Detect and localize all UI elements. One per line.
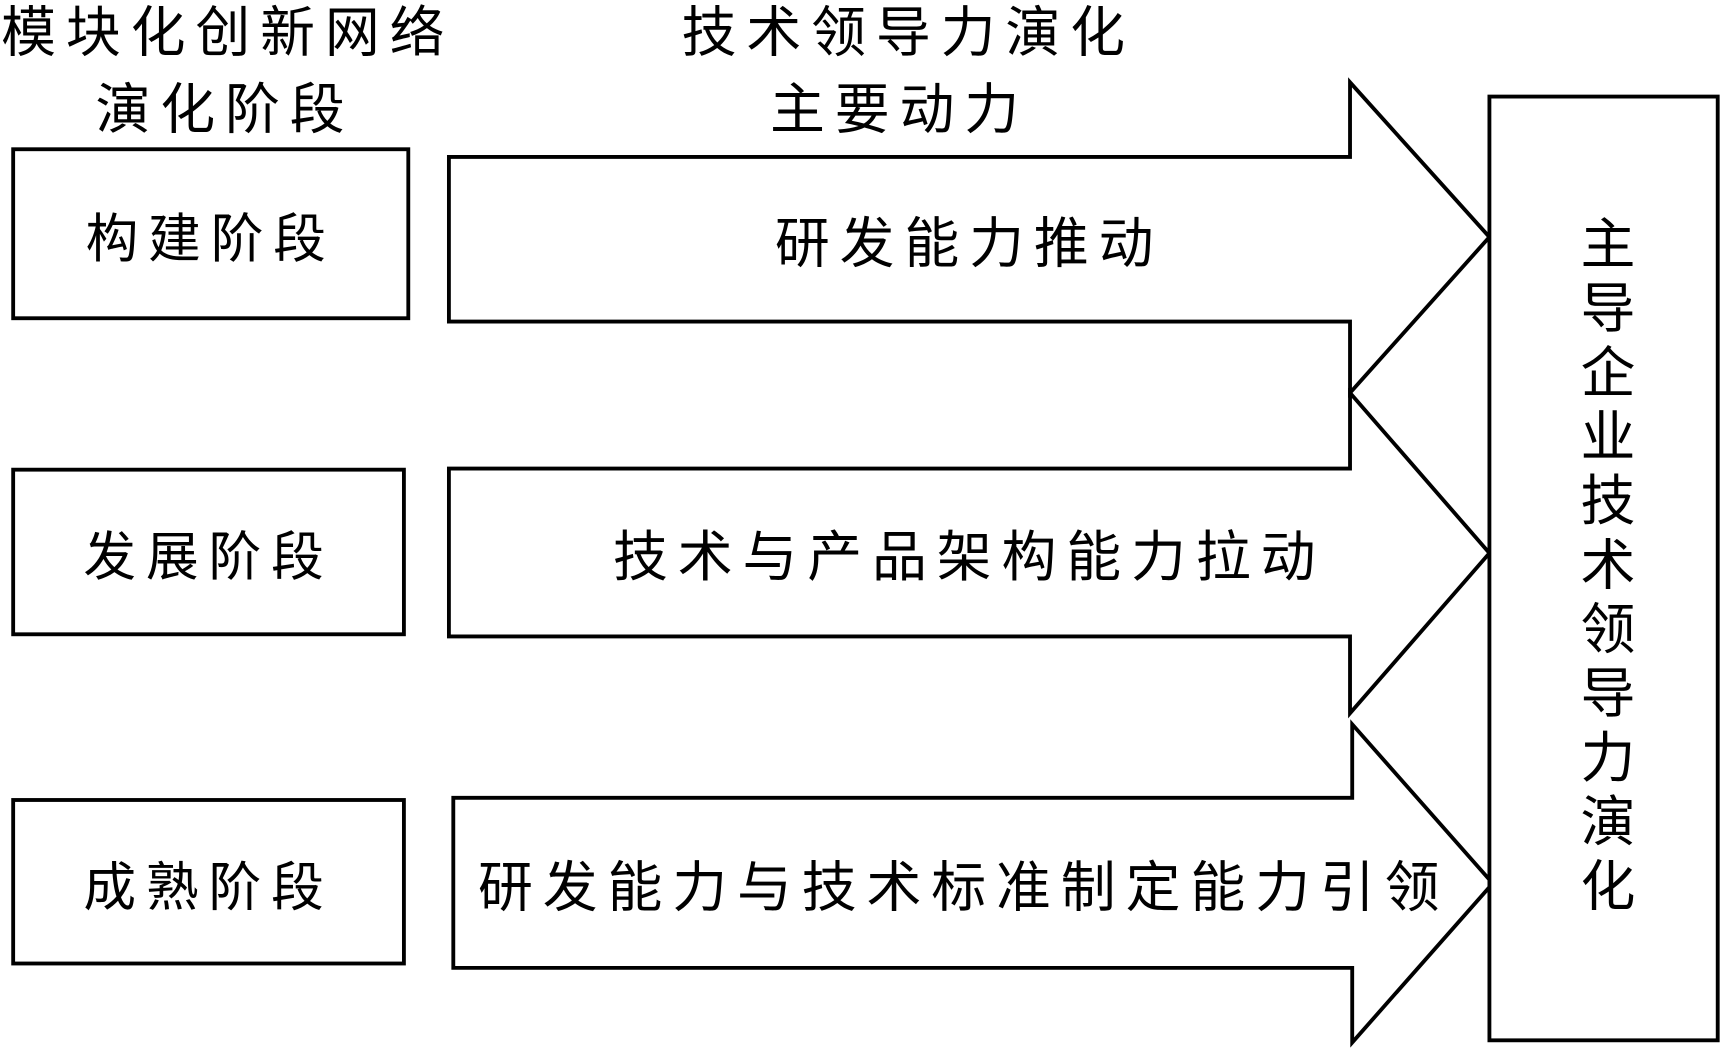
stage-label-maturity: 成熟阶段 — [13, 800, 404, 964]
driver-label-construction: 研发能力推动 — [449, 157, 1490, 322]
driver-label-text: 研发能力推动 — [774, 211, 1164, 276]
driver-label-maturity: 研发能力与技术标准制定能力引领 — [453, 798, 1474, 968]
stage-label-development: 发展阶段 — [13, 470, 404, 635]
stage-label-construction: 构建阶段 — [13, 149, 408, 318]
driver-arrow-maturity — [451, 719, 1496, 1048]
driver-column-title-line-2: 主要动力 — [672, 75, 1127, 142]
driver-arrow-construction — [446, 77, 1492, 398]
stage-box-maturity — [11, 798, 406, 966]
stage-label-text: 构建阶段 — [85, 208, 336, 270]
driver-label-development: 技术与产品架构能力拉动 — [449, 469, 1490, 637]
stage-label-text: 发展阶段 — [83, 526, 334, 589]
result-label-text: 主导企业技术领导力演化 — [1571, 215, 1636, 922]
stage-label-text: 成熟阶段 — [83, 856, 334, 918]
result-label: 主导企业技术领导力演化 — [1489, 97, 1717, 1041]
driver-arrow-development — [446, 387, 1492, 719]
stage-column-title-text-2: 演化阶段 — [95, 77, 355, 142]
stage-box-development — [11, 467, 406, 637]
driver-column-title-text-2: 主要动力 — [769, 77, 1029, 142]
driver-column-title-line-1: 技术领导力演化 — [680, 0, 1135, 65]
stage-column-title-line-1: 模块化创新网络 — [0, 0, 455, 65]
driver-label-text: 研发能力与技术标准制定能力引领 — [477, 855, 1450, 920]
stage-column-title-text-1: 模块化创新网络 — [1, 1, 455, 65]
driver-label-text: 技术与产品架构能力拉动 — [612, 525, 1326, 589]
stage-column-title-line-2: 演化阶段 — [0, 75, 450, 142]
result-box — [1487, 94, 1720, 1043]
driver-column-title-text-1: 技术领导力演化 — [681, 1, 1135, 65]
stage-box-construction — [11, 147, 411, 321]
